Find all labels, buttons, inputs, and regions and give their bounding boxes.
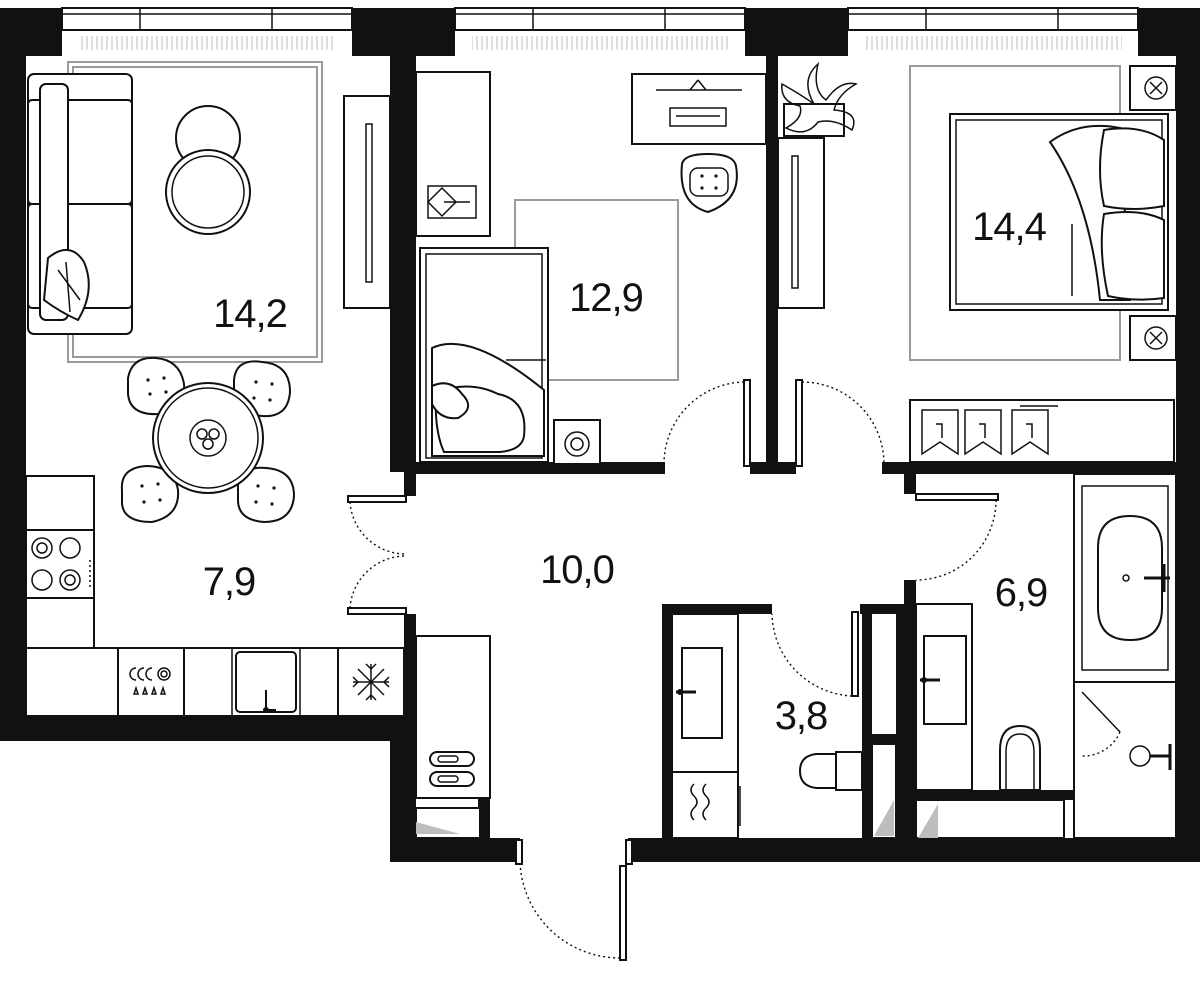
desk-icon: [631, 73, 767, 145]
dining-table-icon: [120, 356, 296, 524]
wardrobe-icon: [415, 71, 491, 237]
radiator-icon: [78, 36, 334, 50]
area-label-hallway: 10,0: [540, 548, 614, 592]
sink-icon: [671, 613, 739, 773]
dishwasher-icon: [117, 647, 185, 717]
towel-rail-icon: [671, 771, 741, 839]
sofa-icon: [27, 73, 133, 335]
toilet-icon: [999, 724, 1041, 791]
area-label-bathroom-1: 6,9: [995, 571, 1048, 615]
area-label-bedroom-1: 14,4: [972, 205, 1047, 249]
door-icon[interactable]: [795, 379, 885, 467]
slippers-icon: [429, 751, 475, 787]
window-icon: [61, 7, 353, 31]
stove-icon: [25, 529, 95, 599]
closet: [871, 743, 897, 839]
wardrobe-icon: [343, 95, 391, 309]
fridge-icon: [337, 647, 405, 717]
wardrobe-icon: [777, 137, 825, 309]
area-label-kitchen: 7,9: [203, 560, 256, 604]
radiator-icon: [472, 36, 728, 50]
bed-icon: [419, 247, 549, 463]
area-label-bedroom-2: 12,9: [569, 276, 643, 320]
area-label-living: 14,2: [213, 292, 287, 336]
window-icon: [847, 7, 1139, 31]
closet: [415, 807, 481, 839]
door-icon[interactable]: [915, 493, 999, 581]
plant-icon: [781, 61, 859, 137]
door-icon[interactable]: [663, 379, 751, 467]
door-icon[interactable]: [771, 611, 859, 697]
bathtub-icon: [1073, 473, 1177, 683]
wardrobe-icon: [909, 399, 1175, 463]
armchair-icon: [680, 152, 738, 214]
chair-icon: [120, 464, 180, 524]
area-label-bathroom-2: 3,8: [775, 694, 828, 738]
nightstand-icon: [1129, 65, 1177, 111]
door-icon[interactable]: [515, 839, 633, 961]
shower-icon: [1073, 681, 1177, 839]
door-icon[interactable]: [347, 495, 407, 615]
sink-icon: [235, 651, 297, 713]
round-table-icon: [165, 105, 251, 235]
sink-icon: [915, 603, 973, 791]
toilet-icon: [798, 751, 863, 791]
nightstand-icon: [1129, 315, 1177, 361]
closet: [915, 799, 1065, 839]
bed-icon: [949, 113, 1169, 311]
walls: [0, 8, 1200, 862]
washing-machine-icon: [553, 419, 601, 465]
radiator-icon: [866, 36, 1122, 50]
window-icon: [454, 7, 746, 31]
